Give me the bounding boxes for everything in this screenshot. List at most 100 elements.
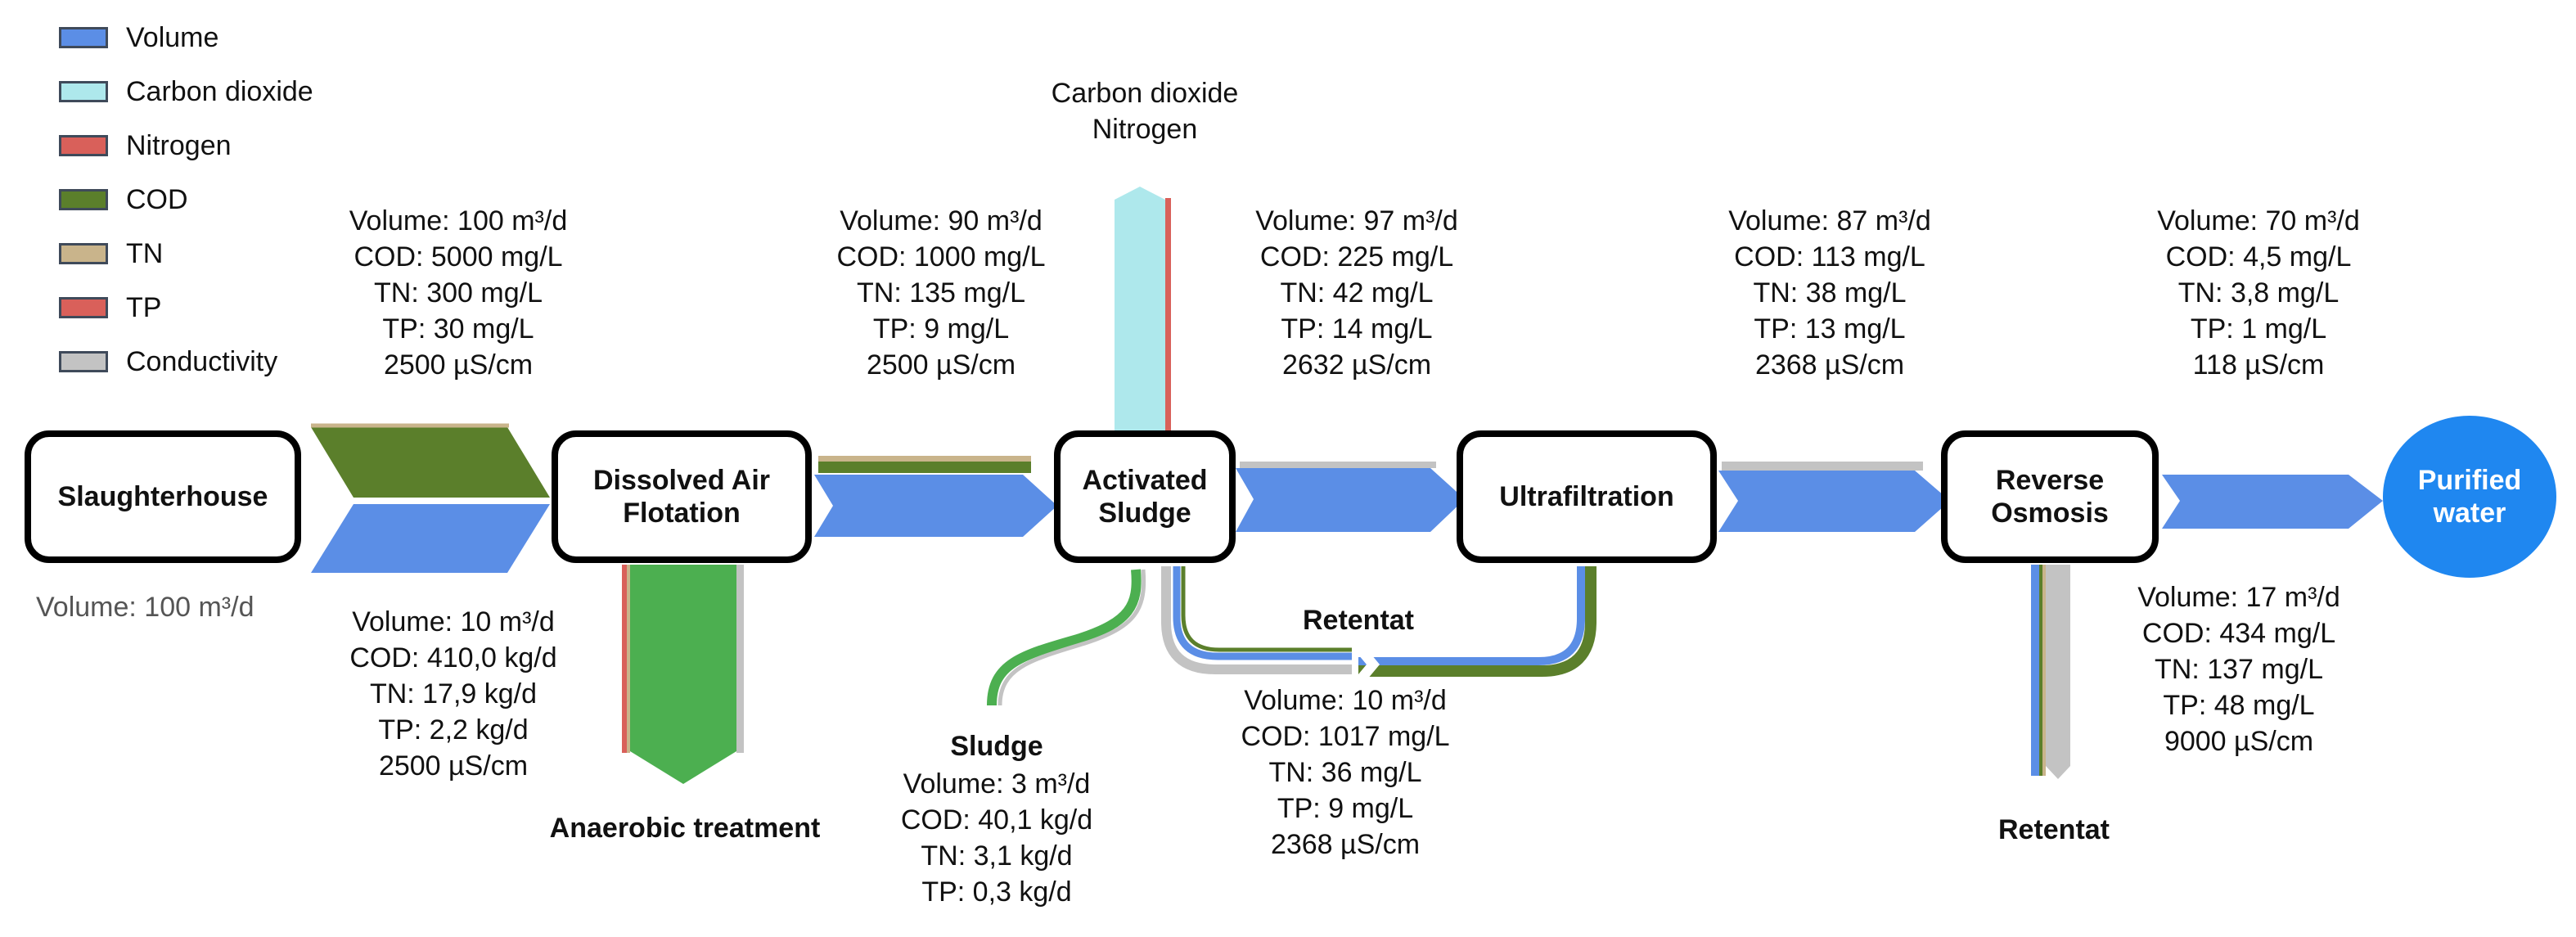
- stream-line: COD: 434 mg/L: [2141, 618, 2336, 649]
- ro-retentat-text: Retentat: [1997, 814, 2110, 845]
- uf-retentat-label: Retentat: [1277, 602, 1440, 638]
- anaerobic-treatment-label: Anaerobic treatment: [507, 810, 862, 846]
- stream-line: Volume: 100 m³/d: [349, 205, 568, 237]
- stream-line: TN: 300 mg/L: [374, 277, 543, 309]
- stream-slaughter-daf: Volume: 100 m³/d COD: 5000 mg/L TN: 300 …: [311, 203, 606, 383]
- retentat-loop-as-cod: [1181, 566, 1352, 652]
- node-label-slaughterhouse: Slaughterhouse: [57, 481, 268, 512]
- sludge-text: Sludge: [950, 731, 1043, 762]
- anaerobic-treatment-text: Anaerobic treatment: [549, 813, 821, 844]
- legend-swatch-tp: [59, 297, 108, 318]
- stream-line: Volume: 87 m³/d: [1728, 205, 1931, 237]
- legend-swatch-cod: [59, 189, 108, 210]
- stream-line: 2500 µS/cm: [866, 349, 1016, 381]
- sludge-curve-edge: [998, 569, 1146, 706]
- legend-item-cod: COD: [59, 182, 354, 218]
- retentat-loop-as: [1161, 566, 1352, 674]
- stream-line: TP: 2,2 kg/d: [378, 714, 529, 746]
- node-purified-water: Purified water: [2383, 416, 2556, 578]
- volume-arrow-ro-purified: [2162, 475, 2383, 529]
- stream-line: TP: 48 mg/L: [2163, 690, 2315, 721]
- volume-band-slaughter-daf: [311, 504, 550, 573]
- uf-retentat-text: Retentat: [1302, 605, 1415, 636]
- gas-output-label: Carbon dioxide Nitrogen: [1008, 75, 1281, 147]
- stream-line: TP: 0,3 kg/d: [921, 876, 1072, 908]
- legend-item-nitrogen: Nitrogen: [59, 128, 354, 164]
- cod-band-daf-as: [818, 462, 1031, 473]
- node-activated-sludge: Activated Sludge: [1054, 430, 1236, 563]
- stream-line: COD: 5000 mg/L: [354, 241, 563, 273]
- conductivity-band-uf-ro: [1722, 462, 1923, 471]
- stream-ro-retentat: Volume: 17 m³/d COD: 434 mg/L TN: 137 mg…: [2111, 579, 2367, 759]
- ro-retentat-cod: [2039, 565, 2042, 776]
- volume-arrow-uf-ro: [1718, 471, 1950, 532]
- legend-label-carbon-dioxide: Carbon dioxide: [126, 76, 313, 107]
- node-ultrafiltration: Ultrafiltration: [1457, 430, 1717, 563]
- volume-arrow-daf-as: [814, 475, 1057, 537]
- anaerobic-arrow: [630, 565, 736, 784]
- source-volume-text: Volume: 100 m³/d: [36, 592, 254, 623]
- stream-line: TP: 1 mg/L: [2190, 313, 2327, 345]
- tn-band-anaerobic: [627, 565, 630, 753]
- ro-retentat-volume: [2031, 565, 2039, 776]
- stream-line: 2368 µS/cm: [1270, 829, 1421, 860]
- stream-line: TN: 137 mg/L: [2155, 654, 2323, 685]
- stream-line: COD: 113 mg/L: [1734, 241, 1925, 273]
- legend-item-volume: Volume: [59, 20, 354, 56]
- legend-swatch-volume: [59, 27, 108, 48]
- stream-line: Volume: 10 m³/d: [352, 606, 555, 637]
- legend-item-carbon-dioxide: Carbon dioxide: [59, 74, 354, 110]
- sludge-label: Sludge: [923, 728, 1070, 764]
- legend-label-cod: COD: [126, 184, 188, 215]
- sludge-curve: [987, 569, 1142, 706]
- stream-line: TN: 36 mg/L: [1268, 757, 1422, 788]
- node-label-activated-sludge: Activated Sludge: [1082, 465, 1208, 529]
- stream-line: TP: 9 mg/L: [1277, 793, 1414, 824]
- stream-line: TN: 42 mg/L: [1280, 277, 1434, 309]
- stream-line: Volume: 3 m³/d: [903, 768, 1091, 800]
- ro-retentat-conductivity: [2046, 565, 2070, 779]
- stream-line: COD: 1000 mg/L: [836, 241, 1046, 273]
- stream-line: 9000 µS/cm: [2164, 726, 2314, 757]
- conductivity-band-anaerobic: [736, 565, 744, 753]
- legend-item-tn: TN: [59, 236, 354, 272]
- retentat-loop-arrowhead: [1350, 645, 1380, 684]
- stream-line: TN: 3,1 kg/d: [921, 840, 1073, 872]
- stream-line: TN: 17,9 kg/d: [369, 678, 538, 710]
- source-volume-label: Volume: 100 m³/d: [36, 589, 254, 625]
- legend-label-tp: TP: [126, 292, 162, 323]
- stream-line: COD: 1017 mg/L: [1241, 721, 1450, 752]
- legend-item-conductivity: Conductivity: [59, 344, 354, 380]
- cod-band-slaughter-daf: [311, 427, 550, 498]
- stream-as-uf: Volume: 97 m³/d COD: 225 mg/L TN: 42 mg/…: [1229, 203, 1484, 383]
- legend-label-conductivity: Conductivity: [126, 346, 278, 377]
- stream-line: TP: 9 mg/L: [872, 313, 1010, 345]
- stream-ro-purified: Volume: 70 m³/d COD: 4,5 mg/L TN: 3,8 mg…: [2128, 203, 2389, 383]
- legend-label-volume: Volume: [126, 22, 219, 53]
- stream-line: 2368 µS/cm: [1754, 349, 1905, 381]
- stream-line: 2500 µS/cm: [383, 349, 534, 381]
- stream-line: 118 µS/cm: [2192, 349, 2325, 381]
- legend-swatch-carbon-dioxide: [59, 81, 108, 102]
- stream-line: Volume: 70 m³/d: [2157, 205, 2360, 237]
- legend-label-nitrogen: Nitrogen: [126, 130, 232, 161]
- stream-line: COD: 225 mg/L: [1259, 241, 1454, 273]
- legend-swatch-tn: [59, 243, 108, 264]
- ro-retentat-label: Retentat: [1972, 812, 2136, 848]
- retentat-loop-uf-volume: [1358, 566, 1585, 665]
- stream-line: TN: 135 mg/L: [857, 277, 1025, 309]
- carbon-dioxide-label: Carbon dioxide: [1051, 78, 1239, 109]
- stream-uf-retentat: Volume: 10 m³/d COD: 1017 mg/L TN: 36 mg…: [1218, 682, 1473, 863]
- stream-sludge: Volume: 3 m³/d COD: 40,1 kg/d TN: 3,1 kg…: [874, 766, 1119, 910]
- stream-line: 2632 µS/cm: [1281, 349, 1432, 381]
- node-reverse-osmosis: Reverse Osmosis: [1941, 430, 2159, 563]
- node-label-purified-water: Purified water: [2417, 465, 2522, 529]
- carbon-dioxide-arrow: [1115, 187, 1165, 432]
- stream-daf-anaerobic: Volume: 10 m³/d COD: 410,0 kg/d TN: 17,9…: [322, 604, 584, 784]
- node-label-reverse-osmosis: Reverse Osmosis: [1991, 465, 2109, 529]
- stream-line: COD: 410,0 kg/d: [349, 642, 557, 673]
- stream-line: Volume: 90 m³/d: [840, 205, 1043, 237]
- ro-retentat-tn: [2042, 565, 2046, 776]
- stream-line: TP: 14 mg/L: [1281, 313, 1433, 345]
